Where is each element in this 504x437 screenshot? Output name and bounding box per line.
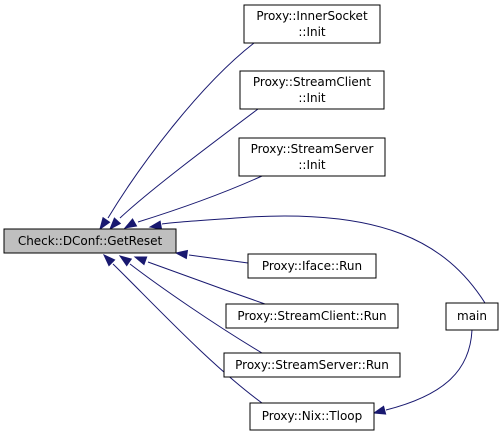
node-iface-run[interactable]: Proxy::Iface::Run	[247, 253, 377, 279]
arrowhead-iface-run-to-getreset	[174, 249, 189, 260]
node-streamserver-run-label: Proxy::StreamServer::Run	[235, 358, 389, 372]
node-streamclient-init-label-2: ::Init	[298, 91, 326, 105]
node-streamclient-run[interactable]: Proxy::StreamClient::Run	[225, 303, 399, 329]
edge-nix-tloop-to-getreset	[112, 263, 263, 404]
arrowhead-main-to-nix-tloop	[372, 405, 387, 415]
edge-streamclient-run-to-getreset	[147, 261, 266, 305]
node-streamserver-init-label-2: ::Init	[298, 158, 326, 172]
node-streamserver-init-label-1: Proxy::StreamServer	[251, 142, 374, 156]
arrowhead-streamclient-run-to-getreset	[133, 256, 148, 266]
node-getreset[interactable]: Check::DConf::GetReset	[3, 228, 177, 254]
arrowhead-streamserver-run-to-getreset	[118, 255, 133, 267]
arrowhead-innersocket-init-to-getreset	[99, 216, 111, 231]
edge-streamclient-init-to-getreset	[119, 108, 259, 219]
edge-streamserver-run-to-getreset	[129, 263, 263, 354]
node-innersocket-init-label-2: ::Init	[298, 25, 326, 39]
edge-streamserver-init-to-getreset	[137, 175, 263, 223]
edge-main-to-getreset	[161, 215, 486, 304]
node-streamclient-run-label: Proxy::StreamClient::Run	[237, 309, 386, 323]
node-innersocket-init-label-1: Proxy::InnerSocket	[256, 9, 368, 23]
edge-main-to-nix-tloop	[385, 329, 473, 411]
node-nix-tloop-label: Proxy::Nix::Tloop	[262, 409, 363, 423]
arrowhead-streamserver-init-to-getreset	[123, 218, 138, 229]
node-main[interactable]: main	[445, 302, 499, 331]
nodes-layer: Check::DConf::GetReset Proxy::InnerSocke…	[3, 4, 499, 431]
node-innersocket-init[interactable]: Proxy::InnerSocket ::Init	[243, 4, 381, 44]
arrowhead-main-to-getreset	[148, 220, 163, 230]
arrowhead-nix-tloop-to-getreset	[102, 253, 116, 267]
node-getreset-label: Check::DConf::GetReset	[18, 234, 163, 248]
node-streamserver-init[interactable]: Proxy::StreamServer ::Init	[238, 137, 386, 177]
node-streamclient-init[interactable]: Proxy::StreamClient ::Init	[239, 70, 385, 110]
arrowhead-streamclient-init-to-getreset	[109, 217, 122, 231]
node-iface-run-label: Proxy::Iface::Run	[262, 259, 362, 273]
node-nix-tloop[interactable]: Proxy::Nix::Tloop	[249, 402, 375, 431]
node-streamclient-init-label-1: Proxy::StreamClient	[253, 75, 372, 89]
edge-iface-run-to-getreset	[188, 254, 249, 264]
edge-innersocket-init-to-getreset	[107, 42, 255, 219]
node-main-label: main	[457, 309, 487, 323]
edges-layer	[99, 42, 486, 415]
node-streamserver-run[interactable]: Proxy::StreamServer::Run	[223, 352, 401, 378]
